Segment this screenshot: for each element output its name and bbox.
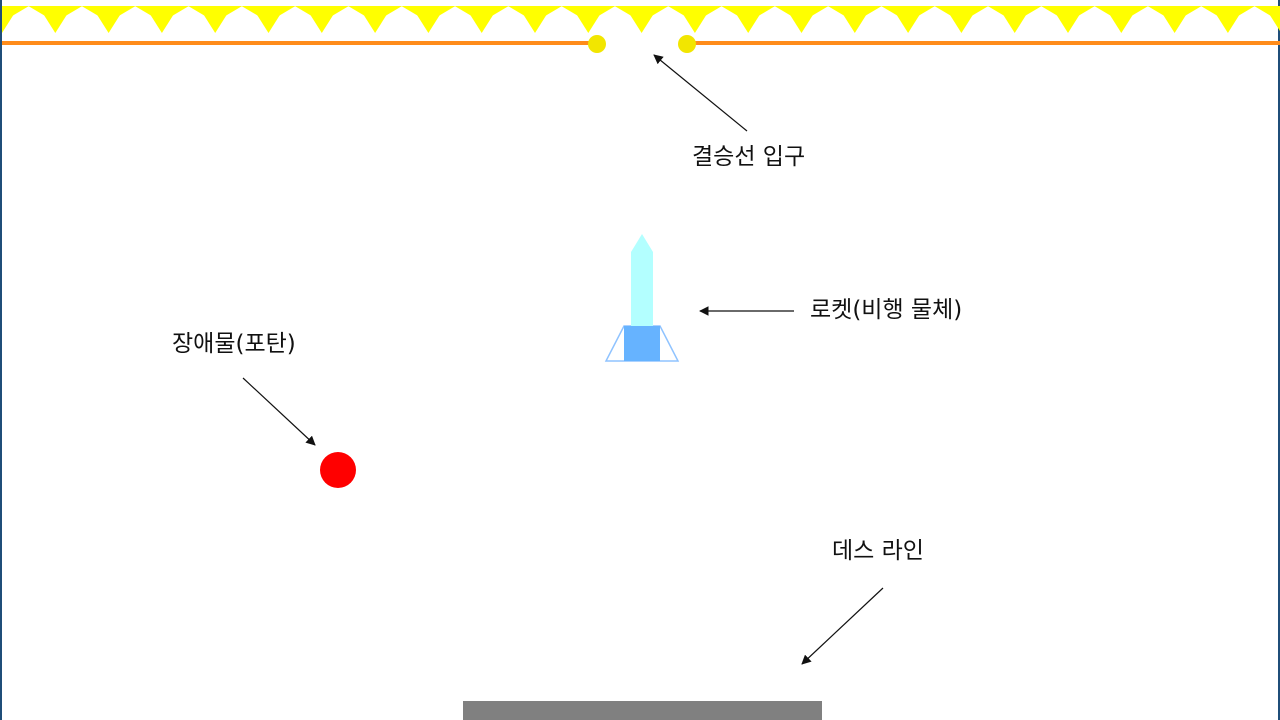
ceiling-spike-tip — [416, 14, 441, 33]
ceiling-spike-tip — [2, 14, 14, 33]
ceiling-spike-tip — [149, 14, 174, 33]
obstacle-cannonball[interactable] — [320, 452, 356, 488]
death-line-label: 데스 라인 — [832, 538, 924, 564]
rocket-base — [624, 326, 660, 361]
ceiling-spike-tip — [43, 14, 68, 33]
ceiling-spike-tip — [629, 14, 654, 33]
ceiling-spike-tip — [1269, 14, 1280, 32]
death-line — [463, 701, 822, 720]
entrance-marker-left — [588, 35, 606, 53]
ceiling-spikes — [2, 6, 1280, 33]
ceiling-spike-tip — [789, 14, 814, 33]
ceiling-spike-tip — [1162, 14, 1187, 33]
finish-entrance-label: 결승선 입구 — [692, 144, 806, 170]
rocket-nose — [631, 234, 653, 252]
ceiling-spike-tip — [203, 14, 228, 33]
arrow-death-line — [801, 587, 884, 665]
ceiling-spike-tip — [682, 14, 707, 33]
ceiling-spike-tip — [523, 14, 547, 33]
ceiling-spike-tip — [96, 14, 121, 33]
rocket-body — [631, 252, 653, 326]
ceiling-spike-tip — [1002, 14, 1027, 33]
rocket-label: 로켓(비행 물체) — [810, 297, 963, 323]
ceiling-spike-tip — [1109, 14, 1134, 33]
arrow-finish — [653, 54, 748, 132]
ceiling-spike-tip — [949, 14, 974, 33]
ceiling-spike-tip — [842, 14, 867, 33]
ceiling-spike-tip — [576, 14, 601, 33]
entrance-marker-right — [678, 35, 696, 53]
obstacle-label: 장애물(포탄) — [172, 331, 296, 357]
ceiling-spike-tip — [309, 14, 334, 33]
rocket[interactable] — [604, 234, 680, 362]
ceiling-spike-tip — [256, 14, 281, 33]
ceiling-spike-tip — [363, 14, 388, 33]
ceiling-spike-tip — [736, 14, 761, 33]
ceiling-spike-tip — [1056, 14, 1080, 33]
ceiling-spike-tip — [896, 14, 921, 33]
arrow-obstacle — [242, 377, 316, 446]
ceiling-spike-tip — [469, 14, 494, 33]
ceiling-spike-tip — [1215, 14, 1240, 33]
